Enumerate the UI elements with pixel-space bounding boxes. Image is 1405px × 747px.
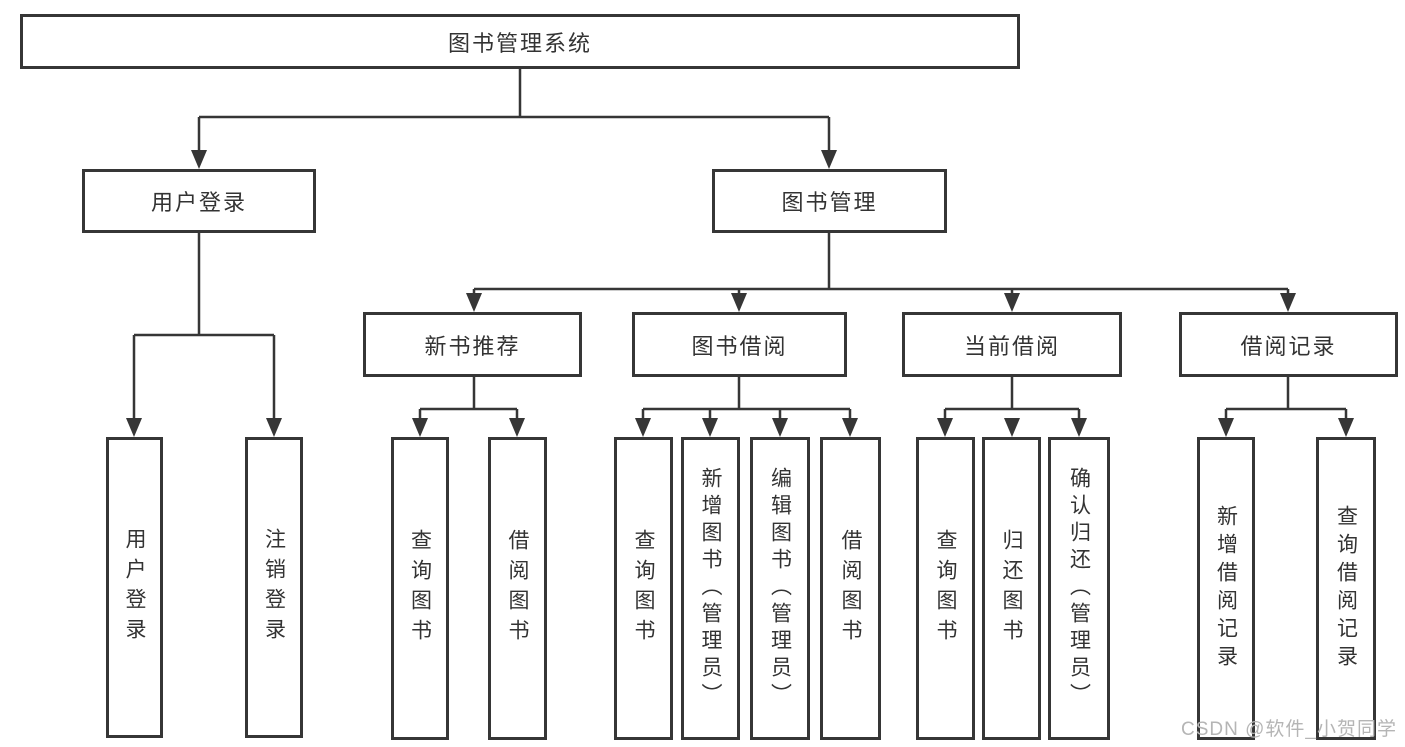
leaf-add-borrow-record: 新增借阅记录 bbox=[1197, 437, 1255, 740]
watermark-text: CSDN @软件_小贺同学 bbox=[1181, 719, 1397, 740]
leaf-add-books-admin: 新增图书（管理员） bbox=[681, 437, 740, 740]
arrowheads bbox=[126, 150, 1354, 437]
leaf-query-books-recommend: 查询图书 bbox=[391, 437, 449, 740]
node-book-management: 图书管理 bbox=[712, 169, 947, 233]
leaf-edit-books-admin: 编辑图书（管理员） bbox=[750, 437, 810, 740]
leaf-user-login: 用户登录 bbox=[106, 437, 163, 738]
node-book-borrowing: 图书借阅 bbox=[632, 312, 847, 377]
leaf-logout: 注销登录 bbox=[245, 437, 303, 738]
leaf-borrow-books-borrowing: 借阅图书 bbox=[820, 437, 881, 740]
leaf-query-books-borrowing: 查询图书 bbox=[614, 437, 673, 740]
node-new-book-recommend: 新书推荐 bbox=[363, 312, 582, 377]
node-library-management-system: 图书管理系统 bbox=[20, 14, 1020, 69]
leaf-query-books-current: 查询图书 bbox=[916, 437, 975, 740]
leaf-return-books: 归还图书 bbox=[982, 437, 1041, 740]
node-user-login: 用户登录 bbox=[82, 169, 316, 233]
leaf-borrow-books-recommend: 借阅图书 bbox=[488, 437, 547, 740]
node-current-borrowing: 当前借阅 bbox=[902, 312, 1122, 377]
leaf-confirm-return-admin: 确认归还（管理员） bbox=[1048, 437, 1110, 740]
node-borrowing-records: 借阅记录 bbox=[1179, 312, 1398, 377]
leaf-query-borrow-record: 查询借阅记录 bbox=[1316, 437, 1376, 740]
